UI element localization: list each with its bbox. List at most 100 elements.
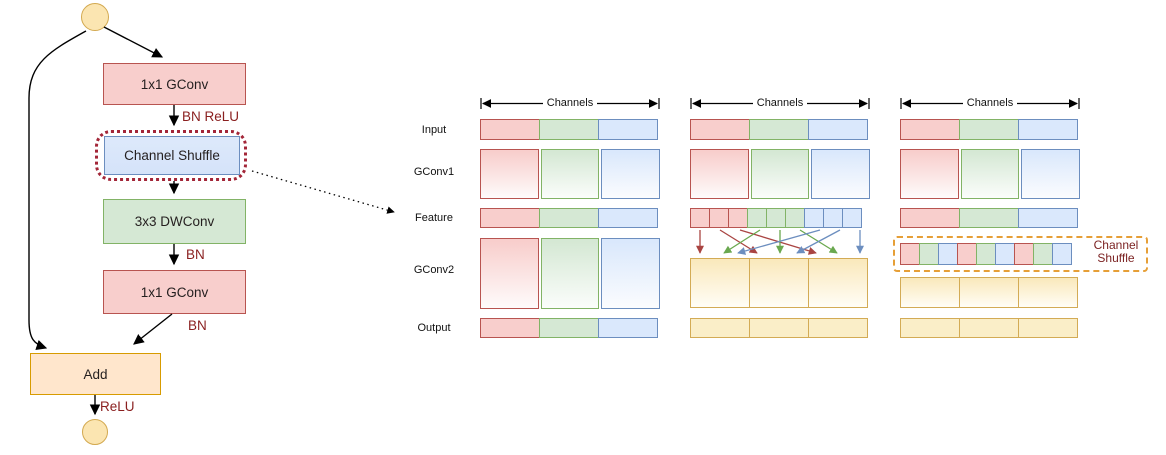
channel-segment <box>690 258 750 308</box>
channel-segment <box>690 149 749 199</box>
shuffled-bar-group3 <box>900 243 1072 265</box>
node-gconv2: 1x1 GConv <box>103 270 246 314</box>
gconv1-bar-group2 <box>690 149 870 199</box>
channel-segment <box>811 149 870 199</box>
channel-segment <box>749 119 809 140</box>
channel-segment <box>900 277 960 308</box>
channel-segment <box>961 149 1019 199</box>
channel-shuffle-note-line2: Shuffle <box>1097 251 1135 265</box>
channel-segment <box>749 258 809 308</box>
input-bar-group2 <box>690 119 868 140</box>
channel-segment <box>539 318 599 338</box>
channel-shuffle-note-box <box>893 236 1148 272</box>
output-bar-group2 <box>690 318 868 338</box>
channel-cell <box>823 208 843 228</box>
channel-cell <box>785 208 805 228</box>
channel-segment <box>1018 277 1078 308</box>
channel-segment <box>539 208 599 228</box>
node-dwconv-label: 3x3 DWConv <box>134 214 215 229</box>
node-gconv1: 1x1 GConv <box>103 63 246 105</box>
channel-segment <box>601 238 660 309</box>
channel-segment <box>959 318 1019 338</box>
edge-label-bn-2: BN <box>188 318 207 333</box>
channel-cell <box>919 243 939 265</box>
channel-cell <box>1033 243 1053 265</box>
channels-header-group3: Channels <box>966 96 1014 109</box>
node-dwconv: 3x3 DWConv <box>103 199 246 244</box>
feature-bar-split-group2 <box>690 208 862 228</box>
channel-cell <box>957 243 977 265</box>
gconv2-bar-group1 <box>480 238 660 309</box>
node-gconv2-label: 1x1 GConv <box>140 284 209 300</box>
shuffle-arrows <box>695 229 865 255</box>
channel-segment <box>808 258 868 308</box>
edge-label-relu: ReLU <box>100 399 135 414</box>
channel-segment <box>808 119 868 140</box>
channel-cell <box>938 243 958 265</box>
channel-segment <box>690 318 750 338</box>
row-label-gconv1: GConv1 <box>413 166 455 178</box>
channel-segment <box>601 149 660 199</box>
gconv2-bar-group2 <box>690 258 868 308</box>
channel-cell <box>842 208 862 228</box>
channel-cell <box>976 243 996 265</box>
output-bar-group3 <box>900 318 1078 338</box>
output-node-circle <box>82 419 108 445</box>
row-label-gconv2: GConv2 <box>413 264 455 276</box>
channel-segment <box>959 208 1019 228</box>
channel-segment <box>541 149 599 199</box>
row-label-input: Input <box>421 124 447 136</box>
shuffle-callout-connector <box>251 170 395 214</box>
channel-cell <box>900 243 920 265</box>
channel-segment <box>480 318 540 338</box>
channels-header-group1: Channels <box>546 96 594 109</box>
channel-cell <box>709 208 729 228</box>
feature-bar-group1 <box>480 208 658 228</box>
channel-segment <box>480 208 540 228</box>
channel-segment <box>1021 149 1080 199</box>
gconv2-bar-group3 <box>900 277 1078 308</box>
gconv1-bar-group1 <box>480 149 660 199</box>
channel-cell <box>804 208 824 228</box>
channel-segment <box>541 238 599 309</box>
channel-segment <box>900 318 960 338</box>
channel-segment <box>480 238 539 309</box>
node-channel-shuffle-label: Channel Shuffle <box>124 148 220 163</box>
channel-segment <box>808 318 868 338</box>
row-label-output: Output <box>417 322 451 334</box>
channel-segment <box>480 119 540 140</box>
channel-cell <box>1052 243 1072 265</box>
node-gconv1-label: 1x1 GConv <box>140 76 209 92</box>
node-add: Add <box>30 353 161 395</box>
channel-segment <box>959 119 1019 140</box>
channel-segment <box>749 318 809 338</box>
channel-cell <box>747 208 767 228</box>
node-channel-shuffle: Channel Shuffle <box>104 136 240 175</box>
node-add-label: Add <box>83 366 108 382</box>
channel-shuffle-note: Channel Shuffle <box>1084 239 1148 265</box>
channel-segment <box>959 277 1019 308</box>
channel-cell <box>1014 243 1034 265</box>
channel-segment <box>1018 318 1078 338</box>
input-node-circle <box>81 3 109 31</box>
channel-segment <box>1018 208 1078 228</box>
channels-header-group2: Channels <box>756 96 804 109</box>
channel-segment <box>539 119 599 140</box>
gconv1-bar-group3 <box>900 149 1080 199</box>
channel-segment <box>690 119 750 140</box>
channel-segment <box>598 318 658 338</box>
channel-segment <box>598 119 658 140</box>
channel-segment <box>1018 119 1078 140</box>
channel-segment <box>900 149 959 199</box>
edge-label-bn-1: BN <box>186 247 205 262</box>
channel-segment <box>751 149 809 199</box>
channel-cell <box>995 243 1015 265</box>
channel-cell <box>766 208 786 228</box>
shuffle-highlight-outline <box>95 130 247 181</box>
channel-segment <box>480 149 539 199</box>
edge-label-bn-relu: BN ReLU <box>182 109 240 124</box>
channel-cell <box>690 208 710 228</box>
input-bar-group3 <box>900 119 1078 140</box>
output-bar-group1 <box>480 318 658 338</box>
